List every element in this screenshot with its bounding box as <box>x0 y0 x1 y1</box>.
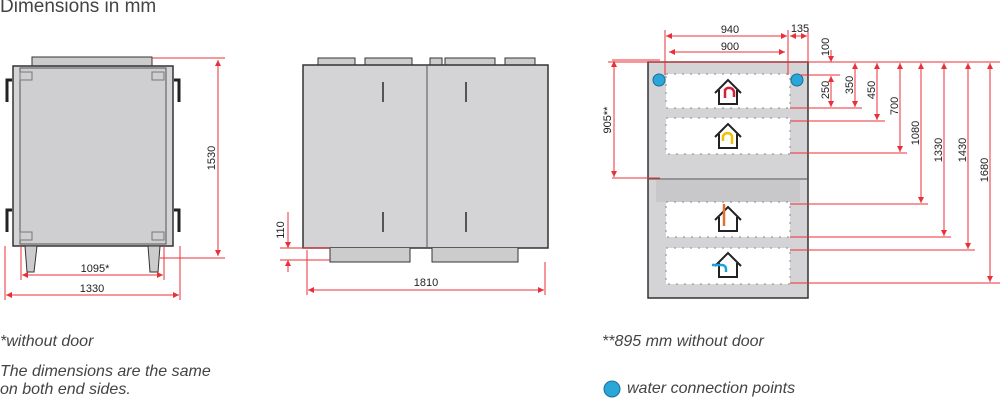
end-view: 1530 1095* 1330 <box>4 56 225 300</box>
note-same-sides-2: on both end sides. <box>0 381 131 398</box>
dim-250: 250 <box>820 81 832 99</box>
dim-1095: 1095* <box>81 263 110 275</box>
dim-1080: 1080 <box>910 121 922 145</box>
note-same-sides-1: The dimensions are the same <box>0 363 211 380</box>
dim-135: 135 <box>791 23 809 35</box>
dim-1810: 1810 <box>414 277 438 289</box>
dim-100: 100 <box>820 38 832 56</box>
outdoor-air-icon <box>712 263 728 272</box>
legend-water-connection: water connection points <box>627 380 796 397</box>
dim-900: 900 <box>721 41 739 53</box>
supply-air-icon <box>721 131 734 144</box>
extract-air-icon <box>723 86 736 98</box>
dim-1530: 1530 <box>206 146 218 170</box>
dim-1330: 1330 <box>933 138 945 162</box>
dim-1330: 1330 <box>80 283 104 295</box>
water-connection-legend-icon <box>603 380 621 398</box>
dim-350: 350 <box>844 76 856 94</box>
note-without-door: *without door <box>0 333 94 350</box>
dim-940: 940 <box>721 24 739 36</box>
dim-1680: 1680 <box>979 158 991 182</box>
top-view: 940 900 135 100 250 350 450 700 1080 133… <box>602 23 1000 299</box>
dim-905: 905** <box>602 106 614 134</box>
water-connection-icon <box>790 73 804 87</box>
side-view: 110 1810 <box>275 57 549 295</box>
dim-110: 110 <box>275 221 287 239</box>
page-title: Dimensions in mm <box>0 0 157 17</box>
note-895-without-door: **895 mm without door <box>602 333 764 350</box>
dim-1430: 1430 <box>957 138 969 162</box>
dim-700: 700 <box>889 97 901 115</box>
water-connection-icon <box>652 73 666 87</box>
dim-450: 450 <box>866 81 878 99</box>
